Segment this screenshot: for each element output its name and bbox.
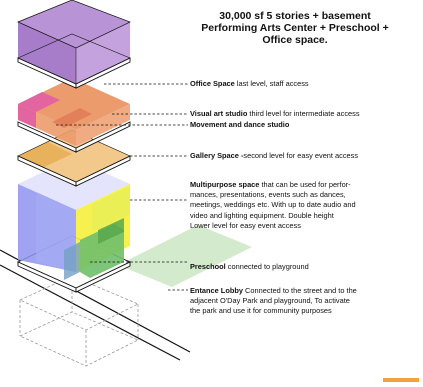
label-multipurpose-desc-1: that can be used for perfor- — [259, 180, 351, 189]
label-preschool-desc: connected to playground — [225, 262, 309, 271]
label-multipurpose-desc-2: mances, presentations, events such as da… — [190, 190, 346, 200]
label-visual-name: Visual art studio — [190, 109, 248, 118]
label-office-desc: last level, staff access — [234, 79, 309, 88]
street-line — [0, 264, 181, 361]
accent-mark — [383, 378, 419, 382]
label-movement-dance: Movement and dance studio — [190, 120, 289, 130]
label-lobby-desc-1: Connected to the street and to the — [242, 286, 357, 295]
office-level — [17, 0, 131, 89]
label-visual-desc: third level for intermediate access — [247, 109, 360, 118]
label-gallery-desc: second level for easy event access — [243, 151, 359, 160]
label-movement-name: Movement and dance studio — [190, 120, 290, 129]
label-multipurpose-desc-5: Lower level for easy event access — [190, 220, 301, 230]
label-multipurpose-desc-4: video and lighting equipment. Double hei… — [190, 210, 334, 220]
label-office-space: Office Space last level, staff access — [190, 79, 309, 89]
title-line-3: Office space. — [262, 34, 328, 46]
label-gallery-name: Gallery Space - — [190, 151, 244, 160]
label-lobby-desc-3: the park and use it for community purpos… — [190, 306, 332, 316]
label-preschool: Preschool connected to playground — [190, 262, 309, 272]
label-preschool-name: Preschool — [190, 262, 226, 271]
label-office-name: Office Space — [190, 79, 235, 88]
gallery-level — [17, 129, 131, 187]
basement-outline — [19, 275, 139, 367]
diagram-title: 30,000 sf 5 stories + basement Performin… — [170, 10, 420, 46]
label-lobby-name: Entance Lobby — [190, 286, 243, 295]
title-line-1: 30,000 sf 5 stories + basement — [219, 10, 371, 22]
label-visual-art: Visual art studio third level for interm… — [190, 109, 360, 119]
title-line-2: Performing Arts Center + Preschool + — [201, 22, 389, 34]
label-multipurpose-desc-3: meetings, weddings etc. With up to date … — [190, 200, 356, 210]
leader-lines — [56, 83, 188, 291]
label-lobby-desc-2: adjacent O'Day Park and playground, To a… — [190, 296, 350, 306]
preschool-block — [64, 218, 124, 280]
label-multipurpose: Multipurpose space that can be used for … — [190, 180, 356, 231]
park-area — [118, 225, 252, 287]
label-multipurpose-name: Multipurpose space — [190, 180, 260, 189]
label-entrance-lobby: Entance Lobby Connected to the street an… — [190, 286, 357, 317]
label-gallery-space: Gallery Space -second level for easy eve… — [190, 151, 358, 161]
visual-art-level — [17, 78, 131, 153]
